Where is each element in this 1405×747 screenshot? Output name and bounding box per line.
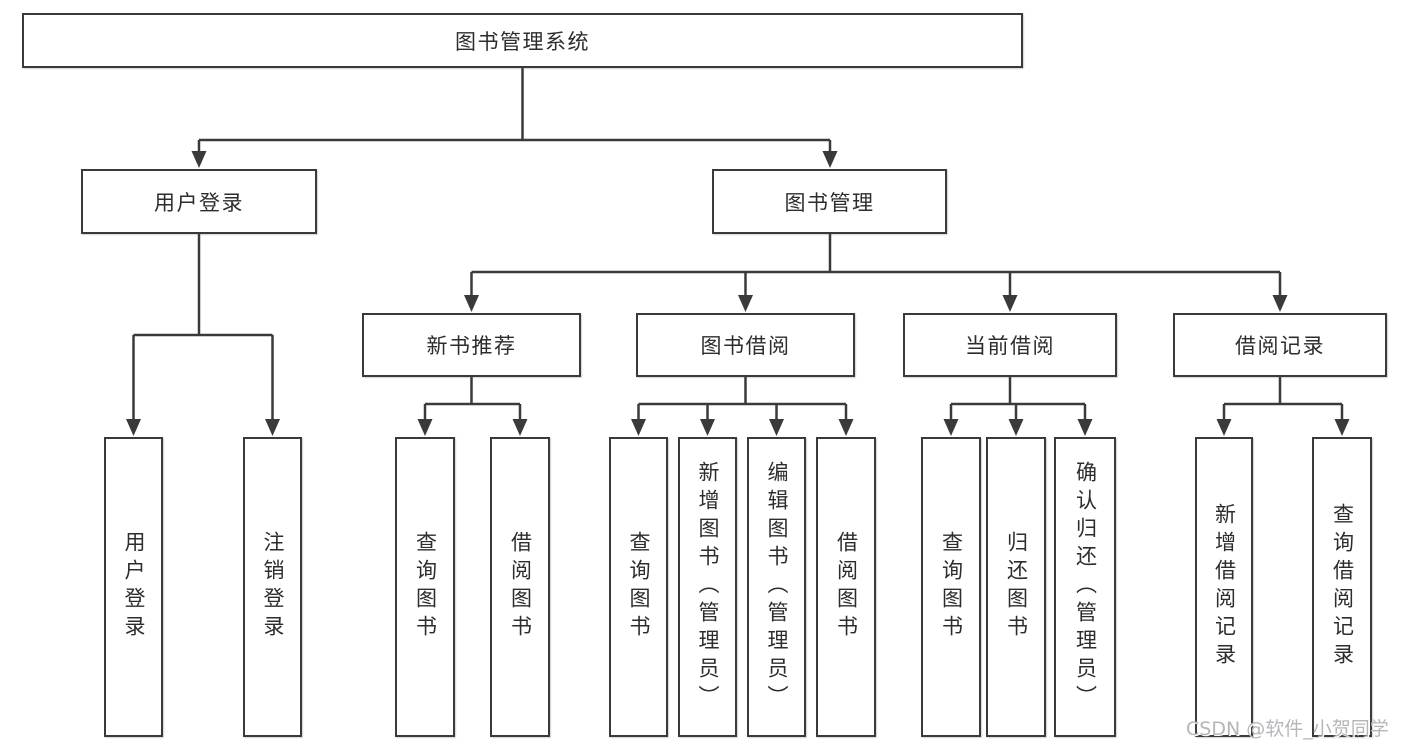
arrowheads [126, 151, 1350, 436]
node-label: 当前借阅 [965, 334, 1055, 358]
node-borrowing-records: 借阅记录 [1173, 313, 1387, 377]
leaf-user-login: 用户登录 [104, 437, 163, 737]
node-book-management: 图书管理 [712, 169, 947, 234]
node-label: 借阅记录 [1235, 334, 1325, 358]
leaf-label: 借阅图书 [834, 531, 859, 643]
leaf-query-books-recommend: 查询图书 [395, 437, 455, 737]
leaf-query-borrow-record: 查询借阅记录 [1312, 437, 1372, 737]
leaf-logout: 注销登录 [243, 437, 302, 737]
leaf-label: 新增图书（管理员） [696, 461, 721, 713]
leaf-query-books-current: 查询图书 [921, 437, 981, 737]
leaf-label: 查询图书 [627, 531, 652, 643]
leaf-edit-books-admin: 编辑图书（管理员） [747, 437, 806, 737]
leaf-confirm-return-admin: 确认归还（管理员） [1054, 437, 1116, 737]
leaf-label: 归还图书 [1004, 531, 1029, 643]
leaf-label: 用户登录 [122, 531, 147, 643]
node-book-borrowing: 图书借阅 [636, 313, 855, 377]
node-label: 用户登录 [154, 190, 244, 215]
leaf-label: 借阅图书 [508, 531, 533, 643]
leaf-label: 注销登录 [261, 531, 286, 643]
leaf-label: 新增借阅记录 [1212, 503, 1237, 671]
node-label: 新书推荐 [426, 334, 517, 358]
leaf-label: 查询图书 [413, 531, 438, 643]
leaf-borrow-books: 借阅图书 [816, 437, 876, 737]
leaf-add-books-admin: 新增图书（管理员） [678, 437, 737, 737]
leaf-label: 编辑图书（管理员） [765, 461, 790, 713]
leaf-label: 确认归还（管理员） [1073, 461, 1098, 713]
leaf-add-borrow-record: 新增借阅记录 [1195, 437, 1253, 737]
leaf-return-books: 归还图书 [986, 437, 1046, 737]
leaf-label: 查询借阅记录 [1330, 503, 1355, 671]
leaf-label: 查询图书 [939, 531, 964, 643]
node-new-book-recommendation: 新书推荐 [362, 313, 581, 377]
leaf-query-books-borrow: 查询图书 [609, 437, 668, 737]
node-user-login: 用户登录 [81, 169, 317, 234]
node-label: 图书管理系统 [455, 29, 590, 54]
node-library-system-root: 图书管理系统 [22, 13, 1023, 68]
leaf-borrow-books-recommend: 借阅图书 [490, 437, 550, 737]
node-current-borrowing: 当前借阅 [903, 313, 1117, 377]
node-label: 图书借阅 [700, 334, 791, 358]
node-label: 图书管理 [784, 190, 875, 215]
